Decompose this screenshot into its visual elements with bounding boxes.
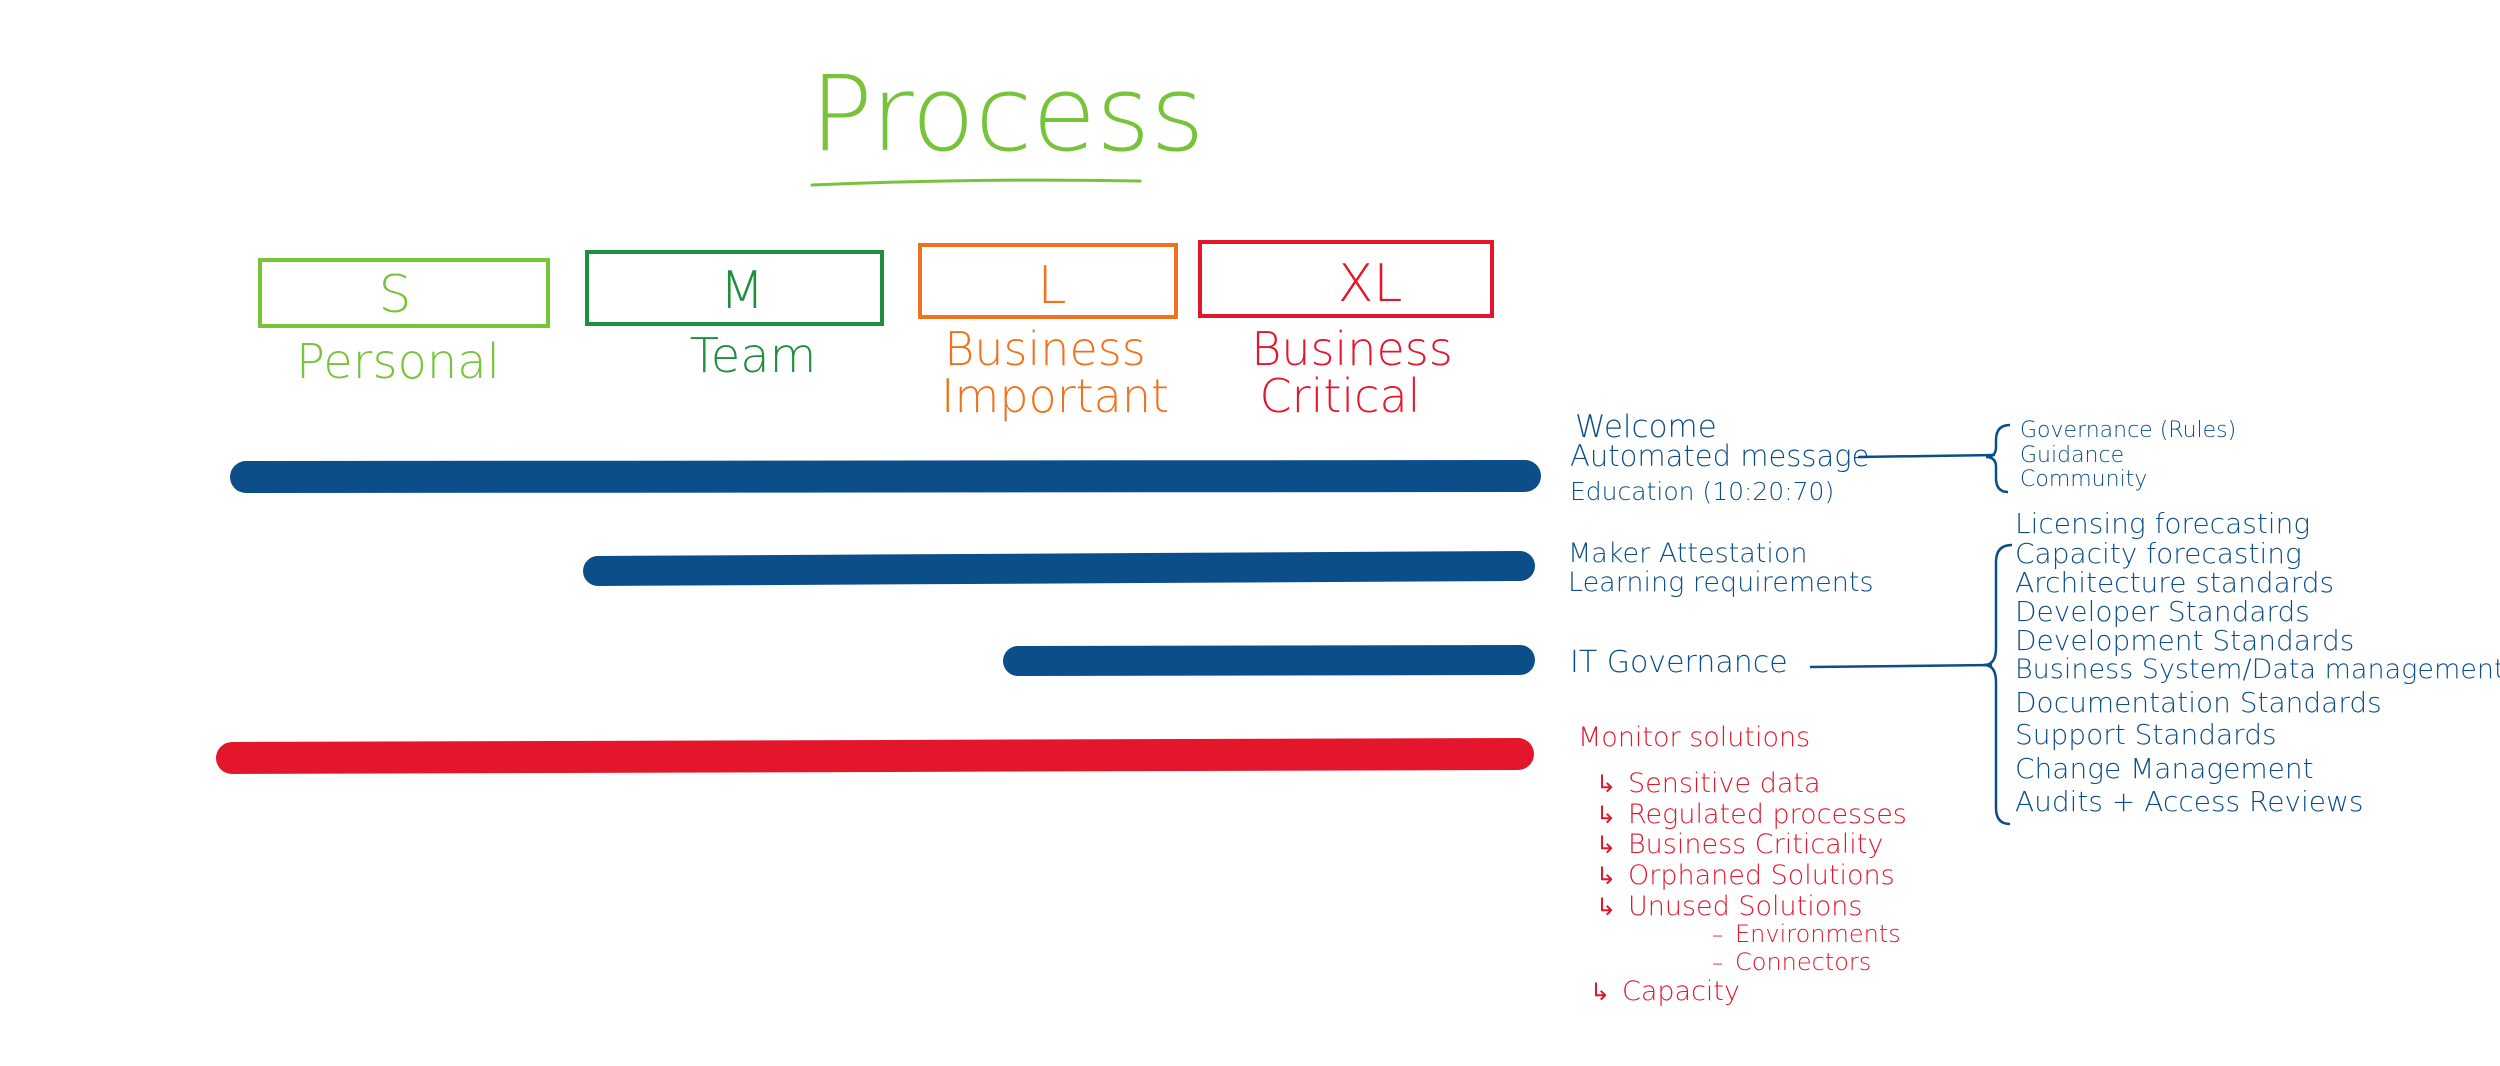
bar-monitor [216,738,1534,774]
size-code-m: M [720,261,765,321]
note-maker-attestation: Maker Attestation [1568,538,1808,569]
sub-business-criticality: Business Criticality [1628,829,1883,860]
detail-business-system: Business System/Data management [2015,654,2500,685]
size-label-xl-line2: Critical [1260,369,1421,423]
arrow-glyph: ↳ [1590,978,1610,1006]
detail-support: Support Standards [2015,718,2277,751]
bar-maker [583,551,1535,586]
dash-glyph: – [1712,951,1723,976]
arrow-glyph: ↳ [1596,893,1616,921]
detail-documentation: Documentation Standards [2015,686,2382,719]
brace-welcome [1985,423,2011,494]
detail-community: Community [2020,467,2147,492]
connector-welcome [1857,453,1996,459]
note-education: Education (10:20:70) [1570,477,1834,506]
size-label-m: Team [690,328,817,384]
detail-governance: Governance (Rules) [2020,418,2236,443]
note-learning-requirements: Learning requirements [1568,567,1874,598]
notes-maker: Maker Attestation Learning requirements [1568,538,1874,598]
note-monitor-solutions: Monitor solutions [1578,722,1810,753]
note-it-governance: IT Governance [1570,645,1788,680]
bar-welcome [230,460,1541,493]
page-title: Process [810,53,1205,175]
size-box-m: M [585,250,884,326]
bar-it-governance [1003,645,1535,676]
size-label-s: Personal [296,334,500,390]
arrow-glyph: ↳ [1596,801,1616,829]
subsub-environments: Environments [1735,920,1901,948]
dash-glyph: – [1712,923,1723,948]
detail-capacity-forecasting: Capacity forecasting [2015,537,2302,570]
size-code-xl: XL [1338,254,1403,314]
arrow-glyph: ↳ [1596,862,1616,890]
subsub-connectors: Connectors [1735,948,1871,976]
size-box-l: L [918,243,1178,319]
size-box-xl: XL [1198,240,1494,318]
size-label-xl-line1: Business [1251,322,1452,376]
sub-unused-solutions: Unused Solutions [1628,891,1862,922]
arrow-glyph: ↳ [1596,831,1616,859]
size-box-s: S [258,258,550,328]
detail-development: Development Standards [2015,624,2354,657]
brace-it-governance [1983,543,2013,826]
size-code-l: L [1038,256,1067,316]
sub-capacity: Capacity [1622,976,1740,1007]
detail-audits: Audits + Access Reviews [2015,785,2364,818]
size-label-l-line2: Important [941,369,1169,423]
detail-guidance: Guidance [2020,443,2124,468]
monitor-sub-items: ↳ Sensitive data ↳ Regulated processes ↳… [1590,768,1907,1007]
detail-architecture: Architecture standards [2015,566,2334,599]
detail-it-governance: Licensing forecasting Capacity forecasti… [2015,507,2500,818]
sub-regulated-processes: Regulated processes [1628,799,1907,830]
detail-licensing: Licensing forecasting [2015,507,2310,540]
arrow-glyph: ↳ [1596,770,1616,798]
sub-orphaned-solutions: Orphaned Solutions [1628,860,1895,891]
notes-welcome: Welcome Automated message Education (10:… [1570,409,1870,506]
note-welcome: Welcome [1575,409,1717,445]
size-code-s: S [378,265,411,325]
size-label-l-line1: Business [944,322,1145,376]
detail-change-management: Change Management [2015,752,2314,785]
connector-it-governance [1809,663,1993,669]
title-underline [810,178,1142,187]
sub-sensitive-data: Sensitive data [1628,768,1821,799]
detail-welcome: Governance (Rules) Guidance Community [2020,418,2236,492]
note-automated-message: Automated message [1570,439,1870,473]
detail-developer: Developer Standards [2015,595,2310,628]
